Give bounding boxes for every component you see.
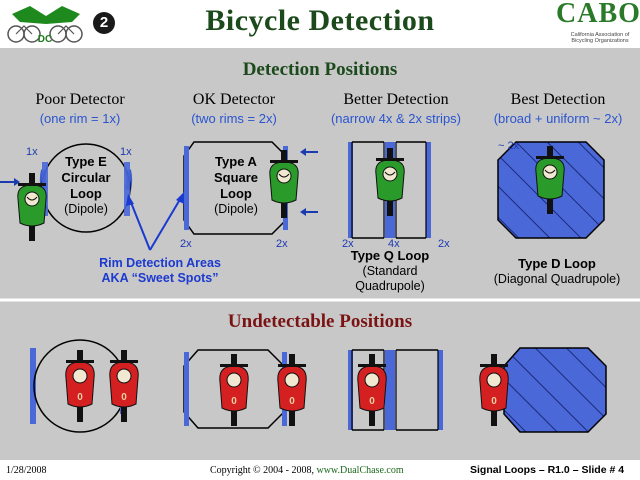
undetectable-e — [30, 339, 139, 433]
rider-red-icon — [65, 349, 95, 423]
sub-ok: (two rims = 2x) — [191, 111, 277, 126]
rider-red-icon — [357, 353, 387, 427]
undetectable-d — [479, 347, 607, 433]
slide-number-badge: 2 — [93, 12, 115, 34]
undetectable-a — [183, 349, 307, 429]
type-e-loop — [0, 143, 133, 242]
section-title-undetectable: Undetectable Positions — [227, 311, 413, 332]
mult-q-mid: 4x — [388, 238, 400, 250]
dc-logo-icon: DC — [7, 6, 83, 45]
rider-red-icon — [109, 349, 139, 423]
heading-poor: Poor Detector — [35, 91, 125, 108]
heading-ok: OK Detector — [192, 91, 276, 108]
undetectable-q — [348, 349, 443, 431]
sub-better: (narrow 4x & 2x strips) — [330, 111, 462, 126]
cabo-logo-tagline: California Association of Bicycling Orga… — [570, 32, 630, 44]
footer-date: 1/28/2008 — [6, 465, 47, 476]
slide-footer: 1/28/2008 Copyright © 2004 - 2008, www.D… — [0, 460, 640, 480]
rider-red-icon — [219, 353, 249, 427]
dc-logo-text: DC — [38, 34, 52, 45]
mult-e-left: 1x — [26, 146, 38, 158]
mult-a-right: 2x — [276, 238, 288, 250]
heading-better: Better Detection — [343, 91, 449, 108]
heading-best: Best Detection — [510, 91, 606, 108]
type-d-loop — [497, 141, 605, 239]
sub-poor: (one rim = 1x) — [39, 111, 121, 126]
type-a-loop — [183, 141, 318, 235]
footer-site-link[interactable]: www.DualChase.com — [316, 465, 404, 476]
footer-slide-number: Signal Loops – R1.0 – Slide # 4 — [470, 464, 625, 476]
footer-copyright: Copyright © 2004 - 2008, www.DualChase.c… — [210, 465, 404, 476]
mult-q-left: 2x — [342, 238, 354, 250]
rider-green-icon — [375, 147, 405, 217]
cabo-logo-text: CABO — [556, 0, 640, 29]
rider-green-icon — [17, 172, 47, 242]
mult-a-left: 2x — [180, 238, 192, 250]
sweet-spot-arrows — [126, 192, 184, 251]
type-q-loop — [348, 141, 431, 239]
sub-best: (broad + uniform ~ 2x) — [493, 111, 623, 126]
section-title-detection: Detection Positions — [242, 59, 398, 80]
page-title: Bicycle Detection — [205, 4, 435, 37]
type-d-label: Type D Loop(Diagonal Quadrupole) — [493, 256, 621, 286]
slide-header: DC 2 Bicycle Detection CABO California A… — [0, 0, 640, 48]
rider-red-icon — [479, 353, 509, 427]
mult-e-right: 1x — [120, 146, 132, 158]
mult-d-corner: ~ 2x — [498, 140, 520, 152]
mult-q-right: 2x — [438, 238, 450, 250]
